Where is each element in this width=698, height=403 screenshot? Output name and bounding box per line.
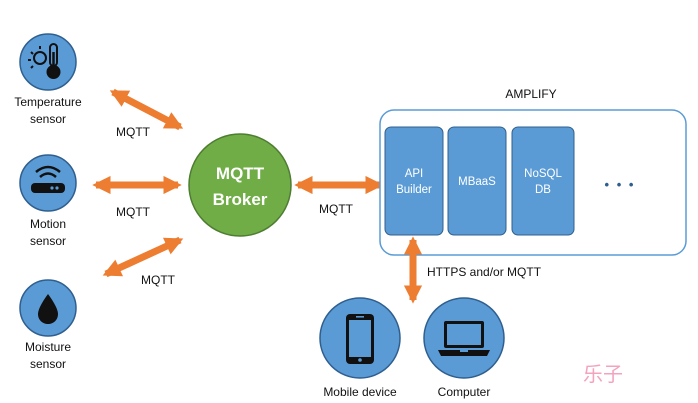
motion-link-protocol: MQTT bbox=[116, 205, 151, 219]
moisture-sensor-label-2: sensor bbox=[30, 357, 66, 371]
amplify-component-mbaas bbox=[447, 126, 507, 236]
nosql-db-label-2: DB bbox=[535, 184, 551, 196]
thermometer-sun-icon bbox=[28, 43, 61, 79]
api-builder-label-1: API bbox=[405, 168, 424, 180]
temperature-sensor-label-1: Temperature bbox=[14, 95, 82, 109]
mbaas-label: MBaaS bbox=[458, 176, 496, 188]
moisture-sensor-node bbox=[19, 279, 77, 337]
mqtt-broker-node bbox=[188, 133, 292, 237]
moisture-sensor-label-1: Moisture bbox=[25, 340, 71, 354]
nosql-db-label-1: NoSQL bbox=[524, 168, 562, 180]
smartphone-icon bbox=[346, 314, 374, 364]
motion-router-icon bbox=[31, 165, 65, 193]
amplify-component-api-builder bbox=[384, 126, 444, 236]
amplify-title: AMPLIFY bbox=[505, 87, 556, 101]
computer-node bbox=[423, 297, 505, 379]
motion-sensor-node bbox=[19, 154, 77, 212]
more-components-ellipsis: • • • bbox=[605, 177, 636, 192]
amplify-component-nosql-db bbox=[511, 126, 575, 236]
temperature-link-protocol: MQTT bbox=[116, 125, 151, 139]
broker-label-2: Broker bbox=[213, 190, 268, 209]
temperature-broker-arrow bbox=[109, 88, 184, 131]
broker-amplify-protocol: MQTT bbox=[319, 202, 354, 216]
moisture-link-protocol: MQTT bbox=[141, 273, 176, 287]
clients-link-protocol: HTTPS and/or MQTT bbox=[427, 265, 542, 279]
motion-sensor-label-2: sensor bbox=[30, 234, 66, 248]
temperature-sensor-node bbox=[19, 33, 77, 91]
mobile-device-label: Mobile device bbox=[323, 385, 397, 399]
moisture-broker-arrow bbox=[102, 236, 184, 278]
motion-sensor-label-1: Motion bbox=[30, 217, 66, 231]
watermark: 乐子 bbox=[583, 362, 623, 386]
temperature-sensor-label-2: sensor bbox=[30, 112, 66, 126]
mobile-device-node bbox=[319, 297, 401, 379]
laptop-icon bbox=[438, 321, 490, 356]
water-drop-icon bbox=[38, 294, 58, 324]
api-builder-label-2: Builder bbox=[396, 184, 432, 196]
broker-label-1: MQTT bbox=[216, 164, 265, 183]
computer-label: Computer bbox=[438, 385, 491, 399]
